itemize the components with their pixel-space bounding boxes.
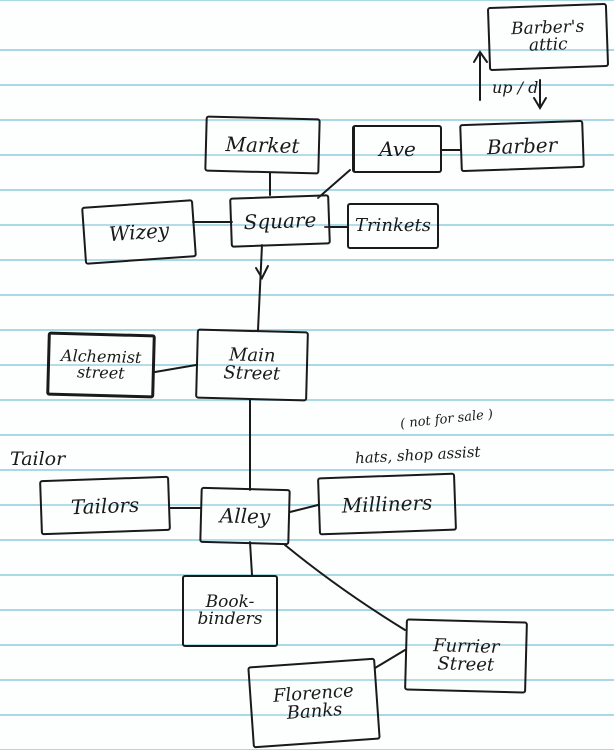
link-alchemist-main [154,364,197,373]
annotation-up-down: up / d [492,78,539,97]
node-main-street: Main Street [195,328,309,402]
arrow-down-head [533,97,547,110]
arrow-up-head [473,50,488,63]
node-market: Market [204,115,321,175]
link-alley-furrier [284,544,406,631]
node-alley: Alley [199,486,291,546]
link-furrier-florence [374,649,406,669]
node-bookbinders: Book-binders [182,575,278,647]
link-alley-bookbinders [249,541,253,576]
node-florence-banks: Florence Banks [247,657,381,749]
node-tailors: Tailors [39,475,171,536]
node-alchemist-street: Alchemist street [46,331,156,399]
link-alley-milliners [289,504,319,513]
node-barber: Barber [459,119,585,173]
node-ave: Ave [352,125,442,173]
node-square: Square [229,194,331,248]
node-barbers-attic: Barber's attic [486,2,610,72]
node-furrier-street: Furrier Street [404,618,528,694]
arrow-down-head-square [255,265,269,281]
link-ave-square [317,169,351,199]
node-trinkets: Trinkets [347,203,439,249]
link-square-main [257,244,263,331]
node-milliners: Milliners [317,472,457,536]
node-wizzy: Wizey [81,199,197,265]
annotation-tailor: Tailor [10,448,66,470]
